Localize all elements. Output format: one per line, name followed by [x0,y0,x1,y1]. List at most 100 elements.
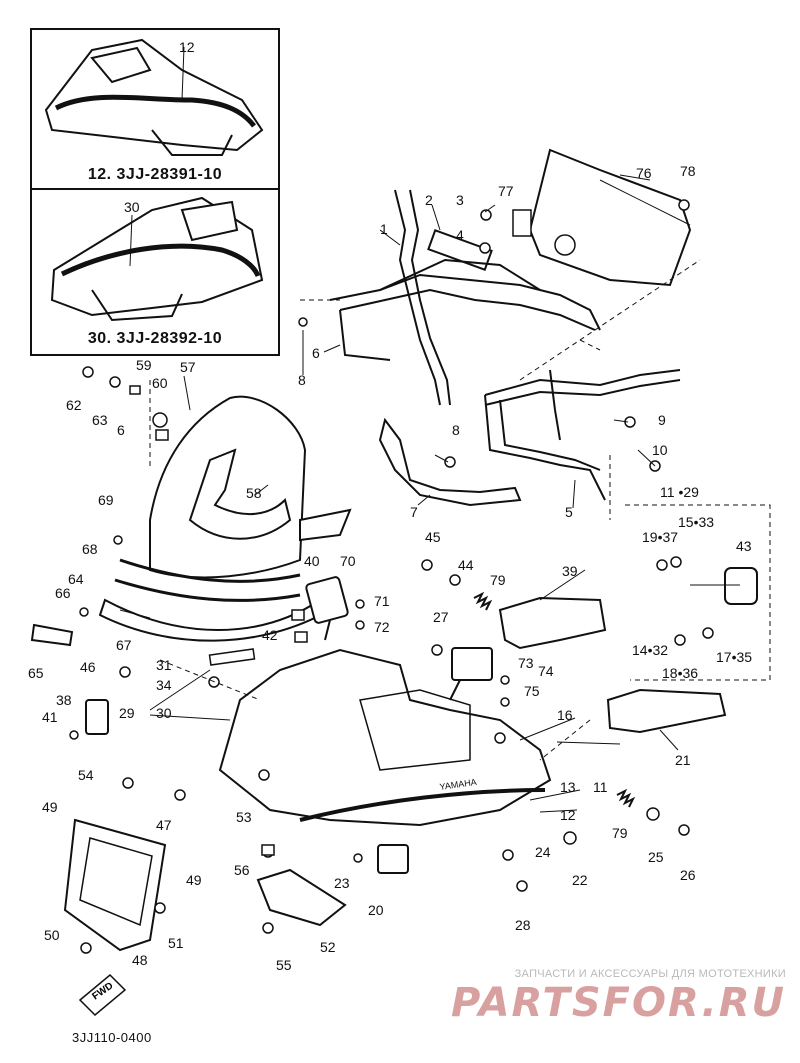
callout-71: 71 [374,593,390,609]
callout-60: 60 [152,375,168,391]
callout-45: 45 [425,529,441,545]
callout-30-inset: 30 [124,199,140,215]
callout-14-32: 14•32 [632,642,668,658]
callout-6-stay: 6 [312,345,320,361]
inset-part-12: 12 12. 3JJ-28391-10 [30,28,280,192]
callout-48: 48 [132,952,148,968]
fwd-arrow-tag: FWD [80,975,125,1015]
callout-8-left: 8 [298,372,306,388]
callout-10: 10 [652,442,668,458]
part-11-cowling [220,650,550,825]
callout-18-36: 18•36 [662,665,698,681]
callout-49-left: 49 [42,799,58,815]
callout-41: 41 [42,709,58,725]
callout-70: 70 [340,553,356,569]
callout-19-37: 19•37 [642,529,678,545]
callout-2: 2 [425,192,433,208]
callout-43: 43 [736,538,752,554]
callout-13: 13 [560,779,576,795]
callout-79-lower: 79 [612,825,628,841]
part-65-bracket [32,625,72,645]
callout-9: 9 [658,412,666,428]
callout-58: 58 [246,485,262,501]
callout-4: 4 [456,227,464,243]
callout-68: 68 [82,541,98,557]
callout-11-29: 11 •29 [660,484,699,500]
callout-25: 25 [648,849,664,865]
callout-12-inset: 12 [179,39,195,55]
part-79-spring-upper [474,594,490,610]
callout-34: 34 [156,677,172,693]
part-52-panel [258,870,345,925]
part-39-duct [500,598,605,648]
callout-73: 73 [518,655,534,671]
callout-29: 29 [119,705,135,721]
part-43-lamp [725,568,757,604]
fasteners [70,200,713,953]
callout-72: 72 [374,619,390,635]
callout-15-33: 15•33 [678,514,714,530]
callout-17-35: 17•35 [716,649,752,665]
part-38-pad [86,700,108,734]
callout-57: 57 [180,359,196,375]
callout-44: 44 [458,557,474,573]
callout-23: 23 [334,875,350,891]
part-79-spring-lower [617,791,633,807]
callout-77: 77 [498,183,514,199]
callout-51: 51 [168,935,184,951]
callout-56: 56 [234,862,250,878]
callout-22: 22 [572,872,588,888]
callout-8-right: 8 [452,422,460,438]
callout-31: 31 [156,657,172,673]
callout-1: 1 [380,221,388,237]
part-73-mirror [450,648,492,700]
inset-12-drawing: 12 [32,30,278,165]
callout-64: 64 [68,571,84,587]
callout-11-main: 11 [593,779,608,795]
callout-12-main: 12 [560,807,576,823]
watermark-tagline: ЗАПЧАСТИ И АКСЕССУАРЫ ДЛЯ МОТОТЕХНИКИ [514,968,786,980]
callout-50: 50 [44,927,60,943]
part-1-cowling-stay [330,190,680,500]
callout-20: 20 [368,902,384,918]
callout-69: 69 [98,492,114,508]
callout-5: 5 [565,504,573,520]
part-7-stay [380,420,520,505]
part-57-windshield [150,397,305,578]
callout-47: 47 [156,817,172,833]
callout-7: 7 [410,504,418,520]
callout-74: 74 [538,663,554,679]
callout-49-right: 49 [186,872,202,888]
callout-28: 28 [515,917,531,933]
part-31-strip [210,649,255,665]
callout-40: 40 [304,553,320,569]
callout-75: 75 [524,683,540,699]
inset-part-30: 30 30. 3JJ-28392-10 [30,188,280,356]
callout-55: 55 [276,957,292,973]
callout-39: 39 [562,563,578,579]
callout-3: 3 [456,192,464,208]
callout-30: 30 [156,705,172,721]
callout-63: 63 [92,412,108,428]
callout-38: 38 [56,692,72,708]
inset-30-drawing: 30 [32,190,278,328]
callout-52: 52 [320,939,336,955]
callout-6-windshield: 6 [117,422,125,438]
callout-66: 66 [55,585,71,601]
diagram-code: 3JJ110-0400 [72,1030,152,1045]
callout-67: 67 [116,637,132,653]
inset-30-caption: 30. 3JJ-28392-10 [87,330,223,347]
callout-79-upper: 79 [490,572,506,588]
callout-16: 16 [557,707,573,723]
callout-27: 27 [433,609,449,625]
leader-lines [120,175,740,812]
callout-21: 21 [675,752,691,768]
part-48-cover [65,820,165,950]
part-20-pad [378,845,408,873]
callout-65: 65 [28,665,44,681]
part-58-trim [190,450,290,539]
inset-12-caption: 12. 3JJ-28391-10 [87,166,223,183]
callout-24: 24 [535,844,551,860]
